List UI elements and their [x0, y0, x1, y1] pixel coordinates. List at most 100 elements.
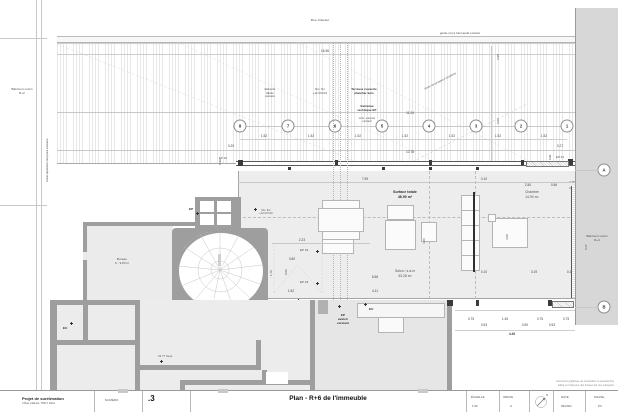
- facade-wall-row-a: [236, 161, 575, 167]
- guide-dotted-3: [347, 42, 348, 304]
- grid-bubble-1[interactable]: 1: [560, 119, 574, 133]
- dim-bay-3: 1.52: [354, 134, 362, 138]
- room-label-bureau: Bureau: [117, 257, 127, 261]
- dim-lower-overall: 10.76: [406, 150, 414, 154]
- annotation-niv-2a: Niv. fini: [261, 209, 271, 212]
- grid-bubble-4[interactable]: 4: [422, 119, 436, 133]
- dim-inner-top: 7.59: [361, 177, 369, 181]
- tb-echelle-label: ÉCHELLE: [471, 395, 485, 399]
- disclaimer-line-1: Document graphique de conception ne pouv…: [556, 380, 614, 383]
- facade-post-3: [429, 160, 432, 166]
- tb-divider-3: [190, 391, 191, 412]
- annotation-verb-1: verb. existant: [358, 117, 376, 120]
- facade-post-4: [521, 160, 524, 166]
- dim-salon-w: 6.56: [371, 275, 379, 279]
- tb-indice-value: A: [510, 404, 513, 408]
- slab-node-1: [288, 167, 291, 170]
- grid-bubble-3[interactable]: 3: [469, 119, 483, 133]
- furniture-closet-2: [461, 210, 480, 226]
- annotation-caniveau-1: Caniveau: [360, 104, 374, 108]
- slab-node-2: [382, 167, 385, 170]
- dim-stair-a: 2.23: [298, 238, 306, 242]
- bureau-wall-left-b: [83, 260, 87, 304]
- annotation-avaloir-2: avaloir: [337, 317, 349, 321]
- neighbour-left-label-2: R+2: [19, 91, 25, 95]
- dim-salon-b: 4.11: [372, 289, 378, 293]
- marker-ep02: EP 02: [219, 156, 228, 160]
- annotation-guardrail: garde-corps barreaudé existant: [439, 32, 481, 35]
- title-block: Projet de surélévation 3 Rue Clairaut, 7…: [0, 390, 618, 412]
- marker-cross-ep04: [316, 250, 319, 253]
- limit-separative-label: Limite séparative mitoyenne existante: [46, 138, 49, 182]
- grid-bubble-7[interactable]: 7: [281, 119, 295, 133]
- grid-bubble-5[interactable]: 5: [375, 119, 389, 133]
- lower-wall-left: [50, 300, 57, 392]
- bay-window-pane-3: [200, 214, 214, 225]
- tb-indice-label: INDICE: [503, 395, 514, 399]
- dim-bay-4: 1.52: [401, 134, 409, 138]
- furniture-armchair: [387, 205, 414, 220]
- guide-dotted-2: [340, 42, 341, 304]
- facade-post-1: [238, 160, 243, 166]
- lower-wall-h3: [180, 380, 310, 385]
- tb-phase-value: PC: [598, 404, 603, 408]
- annotation-caniveau-2: technique EP: [357, 107, 377, 112]
- grid-bubble-8[interactable]: 8: [233, 119, 247, 133]
- tb-date-label: DATE: [561, 395, 569, 399]
- bay-window-pane-2: [217, 201, 231, 212]
- annotation-rebords-1: Rebords: [264, 88, 276, 91]
- dim-right-small: 0.27: [556, 144, 564, 148]
- tb-drawing-title: Plan - R+6 de l'immeuble: [289, 395, 367, 402]
- bay-window-pane-4: [217, 214, 231, 225]
- dim-top-overall: 16.96: [321, 49, 329, 53]
- lower-wall-v4: [180, 380, 185, 392]
- dim-bottom-g: 0.53: [548, 323, 556, 327]
- lower-wall-v2: [135, 300, 140, 390]
- tb-divider-1: [94, 391, 95, 412]
- furniture-closet-1: [461, 195, 480, 211]
- grid-bubble-6[interactable]: 6: [328, 119, 342, 133]
- annotation-avaloir-1: EP: [340, 313, 346, 317]
- facade-post-5: [568, 159, 573, 166]
- room-area-salon: 33.28 m²: [398, 273, 412, 278]
- furniture-closet-5: [461, 255, 480, 271]
- dim-vert-right-low: 6.27: [584, 244, 588, 250]
- furniture-sofa: [385, 220, 416, 250]
- marker-cross-ep-top: [196, 212, 199, 215]
- grid-bubble-a[interactable]: A: [597, 163, 611, 177]
- lower-wall-top-left: [50, 300, 140, 305]
- facade-post-2: [335, 160, 338, 166]
- tb-phase-label: PHASE: [594, 395, 605, 399]
- lower-wall-right: [447, 300, 452, 392]
- bureau-wall-left-a: [83, 222, 87, 252]
- neighbour-building-right: [575, 8, 618, 325]
- dim-vert-right-top: 4.95: [496, 54, 500, 60]
- dim-low-right-a: 0.10: [480, 270, 488, 274]
- grid-bubble-2[interactable]: 2: [514, 119, 528, 133]
- marker-cross-surf-sup: [160, 360, 163, 363]
- edge-tick-1: [118, 389, 128, 393]
- kitchen-island: [378, 317, 404, 333]
- room-area-chambre: 14.90 m²: [525, 194, 539, 199]
- dim-inner-right-c: 0.56: [550, 183, 558, 187]
- lower-wall-v5: [262, 370, 267, 385]
- bureau-floor: [83, 222, 173, 304]
- marker-ep03: EP 03: [300, 280, 309, 284]
- guide-dotted-1: [333, 42, 334, 304]
- annotation-avaloir-3: existant: [337, 321, 349, 325]
- bay-window-pane-1: [200, 201, 214, 212]
- tb-numero-label: NUMÉRO: [105, 398, 119, 402]
- neighbour-right-label-2: R+4: [594, 238, 600, 242]
- lower-wall-v3: [256, 340, 261, 370]
- annotation-terrasse-1: Terrasse couverte: [351, 87, 377, 91]
- lower-post-2: [476, 300, 479, 306]
- grid-bubble-b[interactable]: B: [597, 300, 611, 314]
- furniture-coffee-table: [421, 222, 437, 242]
- disclaimer-line-2: utilisé en l'état pour des travaux par u…: [557, 384, 614, 387]
- dim-room-depth: 4.46: [422, 238, 426, 244]
- marker-cross-eu-right: [364, 303, 367, 306]
- dim-left-vert: 6.90: [218, 159, 222, 165]
- street-name: Rue Clairaut: [310, 18, 330, 22]
- slab-node-4: [476, 167, 479, 170]
- dim-bottom-c: 0.75: [536, 317, 544, 321]
